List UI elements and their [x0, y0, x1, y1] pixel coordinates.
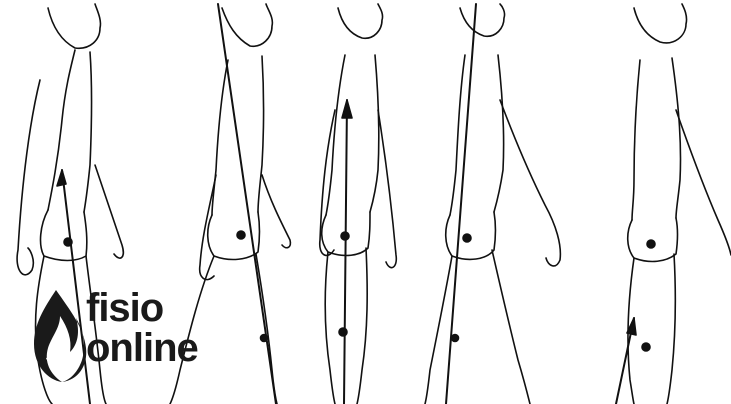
fisioonline-logo: fisio online	[26, 286, 226, 386]
walking-figure-4	[425, 4, 560, 404]
walking-figure-3	[320, 4, 397, 404]
logo-word-fisio: fisio	[86, 286, 163, 330]
flame-icon	[26, 288, 88, 384]
walking-figure-5	[616, 4, 731, 404]
logo-word-online: online	[86, 326, 198, 370]
